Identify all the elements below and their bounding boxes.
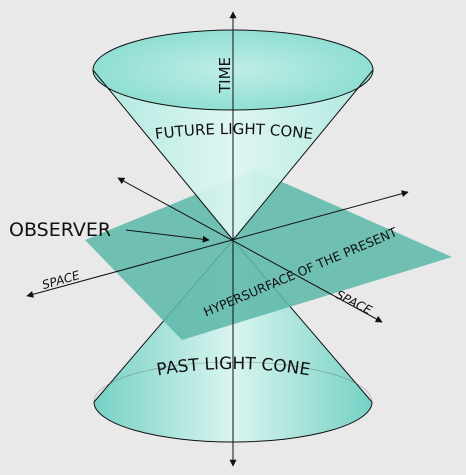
time-label: TIME — [216, 57, 234, 94]
future-light-cone-label: FUTURE LIGHT CONE — [154, 120, 314, 143]
space-axis-2 — [117, 177, 383, 323]
observer-label: OBSERVER — [9, 219, 111, 241]
axes — [26, 11, 409, 467]
observer-pointer — [125, 229, 210, 243]
